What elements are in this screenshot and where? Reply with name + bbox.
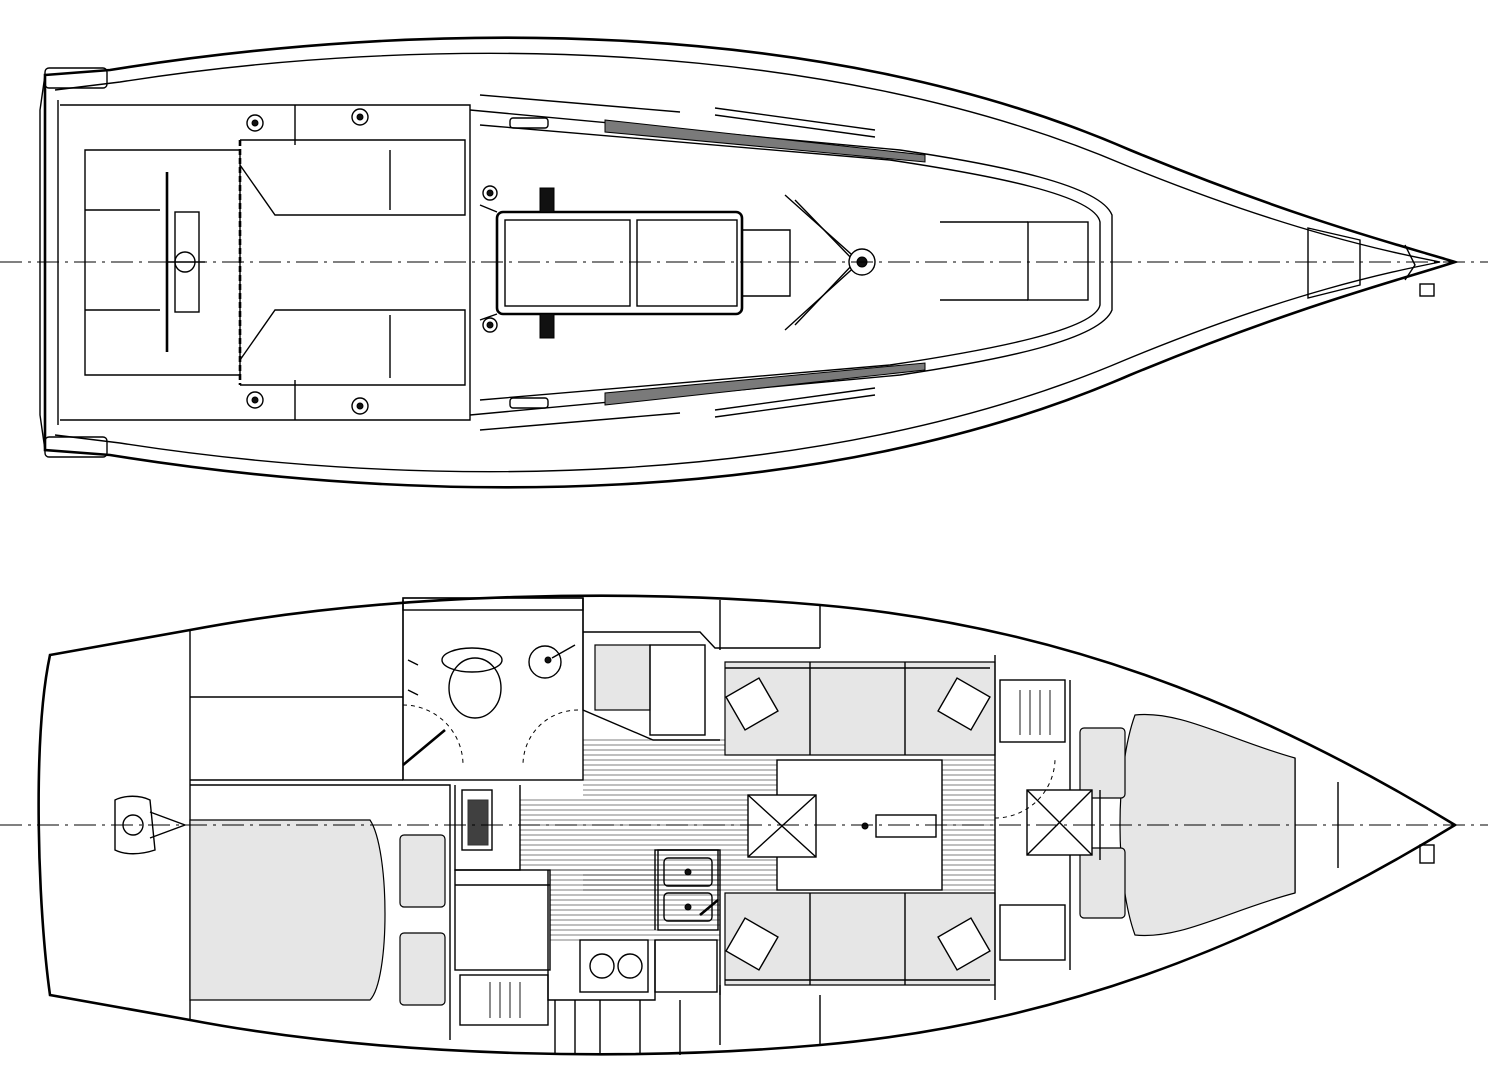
interior-hull-outline — [37, 594, 1458, 1056]
saloon-settee-stbd — [724, 892, 996, 986]
deck-nonskid-stripe — [604, 119, 926, 163]
table-icon — [747, 759, 943, 891]
sink-icon — [528, 645, 562, 679]
stove-icon — [579, 939, 649, 993]
deck-sheer-line — [54, 52, 1441, 473]
head-compartment — [402, 597, 584, 781]
aft-berth — [189, 819, 386, 1001]
deck-nonskid-stripe — [604, 362, 926, 406]
companionway-hatch — [479, 187, 744, 339]
anchor-locker — [1307, 227, 1361, 299]
foredeck-hatch — [1027, 221, 1089, 301]
interior-layout — [37, 594, 1458, 1056]
toilet-icon — [448, 657, 502, 719]
winch-icon — [246, 108, 498, 415]
cockpit-outline — [60, 104, 471, 421]
saloon-settee-port — [724, 661, 996, 756]
forward-cabin — [994, 713, 1296, 937]
anchor-roller-icon — [1404, 244, 1435, 297]
cushion-icon — [399, 834, 446, 1006]
